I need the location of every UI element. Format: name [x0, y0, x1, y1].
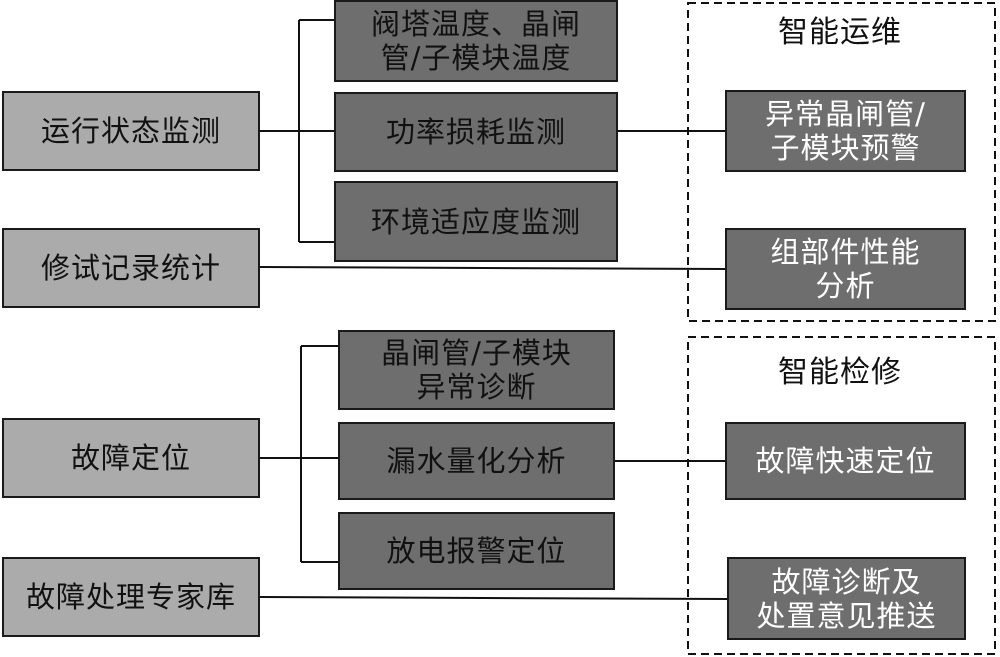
leak-quant-box: 漏水量化分析 — [338, 422, 615, 500]
valve-temp-box: 阀塔温度、晶闸 管/子模块温度 — [334, 0, 618, 82]
power-loss-box: 功率损耗监测 — [334, 92, 618, 172]
abnormal-warning-box: 异常晶闸管/ 子模块预警 — [725, 90, 966, 172]
discharge-alarm-box: 放电报警定位 — [338, 512, 615, 590]
repair-stats-box: 修试记录统计 — [2, 228, 260, 308]
fault-locate-box: 故障定位 — [2, 418, 260, 498]
thyristor-diag-box: 晶闸管/子模块 异常诊断 — [338, 330, 615, 410]
status-monitor-box: 运行状态监测 — [2, 91, 260, 171]
component-perf-box: 组部件性能 分析 — [725, 228, 966, 310]
maintenance-group-title: 智能检修 — [778, 355, 902, 390]
fault-expert-box: 故障处理专家库 — [2, 557, 260, 637]
operation-group-title: 智能运维 — [778, 15, 902, 50]
connector-component-perf — [258, 266, 726, 270]
connector-diag-push — [258, 596, 728, 600]
fast-locate-box: 故障快速定位 — [725, 422, 966, 500]
env-adapt-box: 环境适应度监测 — [334, 181, 618, 262]
diag-push-box: 故障诊断及 处置意见推送 — [727, 557, 966, 640]
